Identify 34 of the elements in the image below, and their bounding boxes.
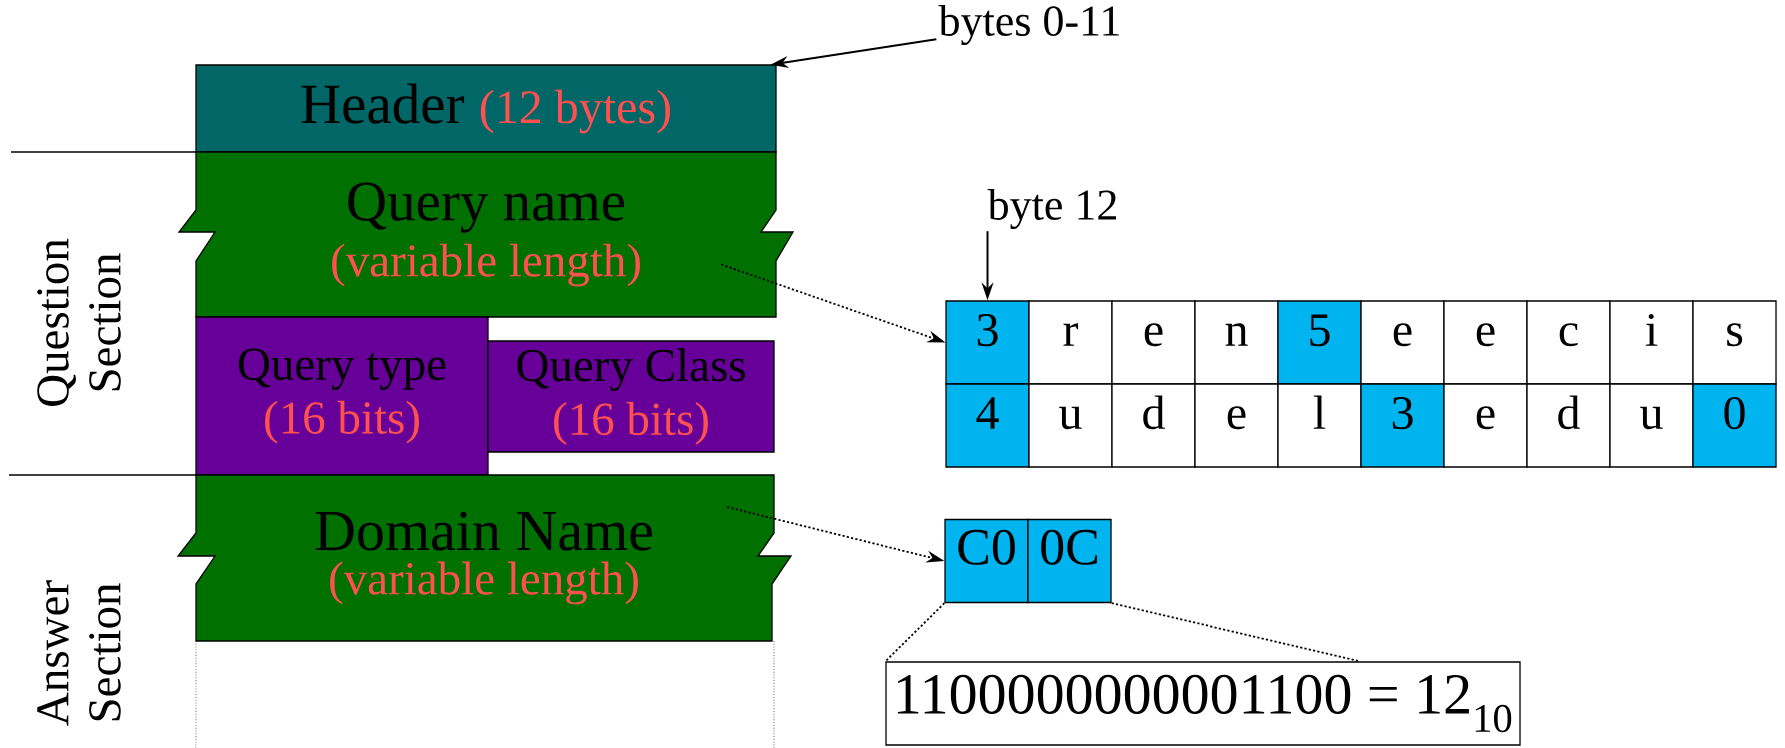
header-box: Header (12 bytes)	[195, 64, 777, 153]
byte-cell: 3	[945, 300, 1030, 385]
section-label: Answer Section	[37, 580, 121, 726]
byte-cell: e	[1194, 383, 1279, 468]
byte-cell: i	[1609, 300, 1694, 385]
byte-cell: r	[1028, 300, 1113, 385]
leader-line	[1110, 602, 1361, 663]
annotation-text: byte 12	[987, 189, 1116, 229]
byte-cell: d	[1526, 383, 1611, 468]
byte-cell: 4	[945, 383, 1030, 468]
byte-cell: d	[1111, 383, 1196, 468]
byte-cell: e	[1443, 383, 1528, 468]
field-box: Query Class (16 bits)	[487, 340, 775, 453]
byte-cell: 0	[1692, 383, 1777, 468]
byte-cell: e	[1360, 300, 1445, 385]
section-label: Question Section	[37, 238, 121, 406]
byte-cell: 5	[1277, 300, 1362, 385]
annotation-text: bytes 0-11	[938, 5, 1119, 45]
field-box: Query name (variable length)	[177, 151, 795, 318]
byte-cell: 3	[1360, 383, 1445, 468]
byte-cell: e	[1443, 300, 1528, 385]
field-box: Domain Name (variable length)	[176, 474, 793, 642]
byte-cell: l	[1277, 383, 1362, 468]
byte-cell: s	[1692, 300, 1777, 385]
byte-cell: u	[1028, 383, 1113, 468]
leader-line	[884, 602, 946, 663]
byte-cell: 0C	[1027, 518, 1112, 604]
field-box: Query type (16 bits)	[195, 316, 489, 476]
byte-cell: C0	[944, 518, 1029, 604]
byte-cell: e	[1111, 300, 1196, 385]
result-box: 1100000000001100 = 12$_{10}$	[885, 661, 1521, 746]
byte-cell: c	[1526, 300, 1611, 385]
byte-cell: u	[1609, 383, 1694, 468]
byte-cell: n	[1194, 300, 1279, 385]
